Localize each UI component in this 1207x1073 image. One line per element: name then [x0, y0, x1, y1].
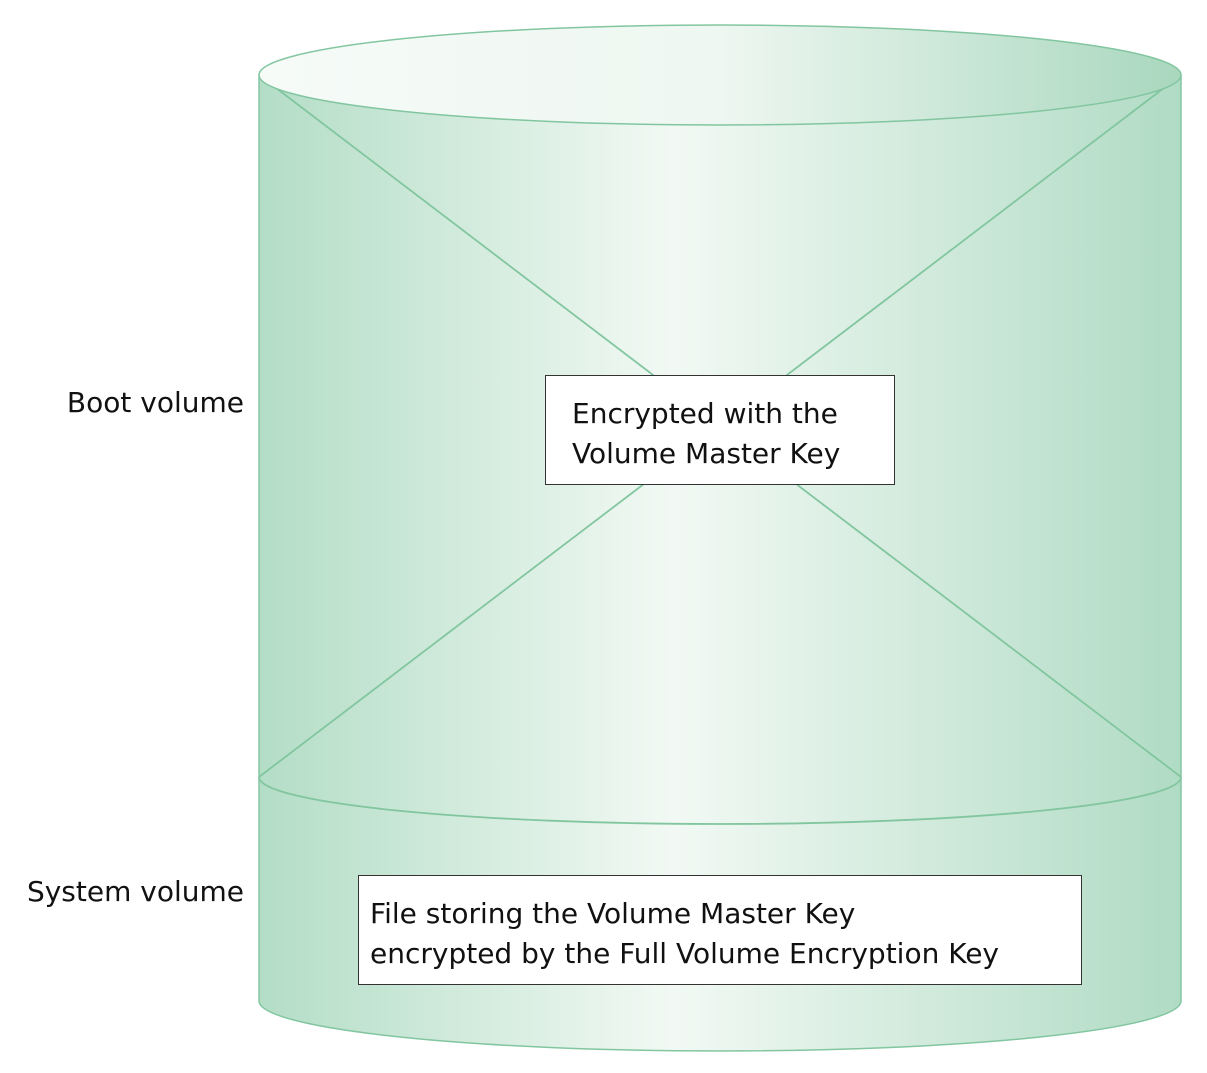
key-file-box: File storing the Volume Master Key encry… — [358, 875, 1082, 985]
volume-master-key-box: Encrypted with the Volume Master Key — [545, 375, 895, 485]
key-file-box-line-2: encrypted by the Full Volume Encryption … — [370, 937, 1000, 970]
boot-volume-label: Boot volume — [66, 386, 244, 419]
system-volume-label: System volume — [26, 875, 244, 908]
vmk-box-line-2: Volume Master Key — [572, 437, 841, 470]
cylinder-body — [258, 74, 1182, 1052]
cylinder-top — [258, 24, 1182, 126]
partition-divider — [258, 776, 1182, 825]
key-file-box-line-1: File storing the Volume Master Key — [370, 897, 856, 930]
vmk-box-line-1: Encrypted with the — [572, 397, 838, 430]
